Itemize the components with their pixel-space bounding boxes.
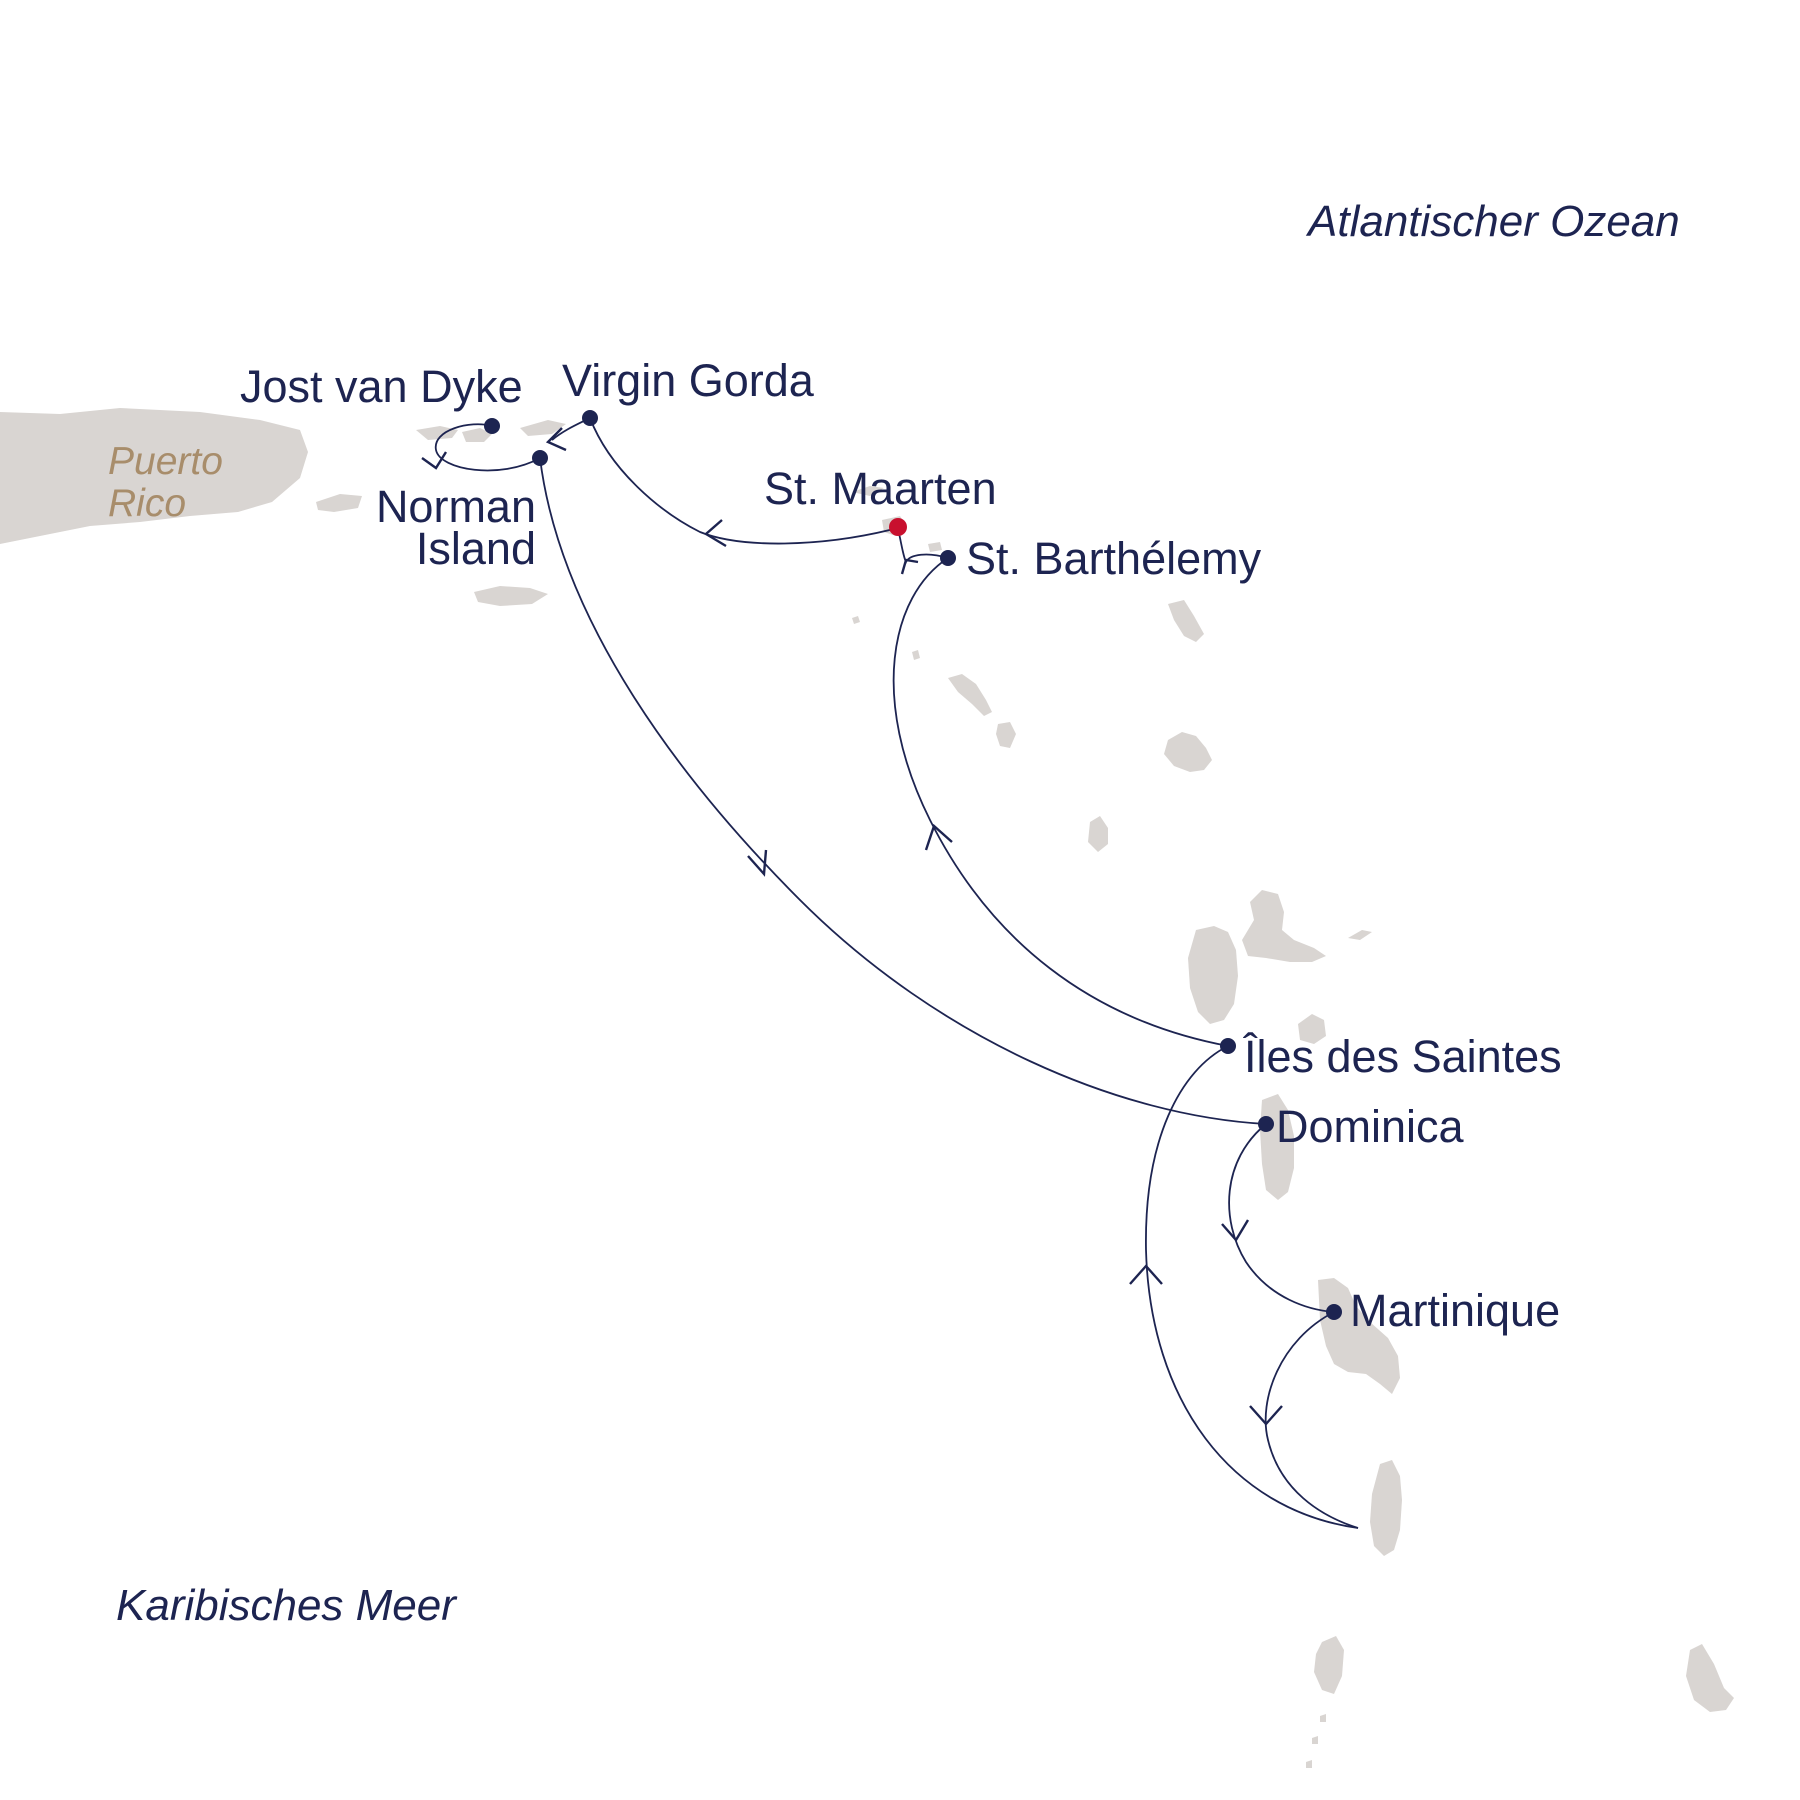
st-vincent-island [1314,1636,1344,1694]
st-thomas-island [416,426,458,440]
sea-label-caribbean: Karibisches Meer [116,1581,458,1630]
arrow-to-norman-island [545,427,567,452]
port-dot-norman-island [532,450,548,466]
marie-galante-island [1298,1014,1326,1044]
port-dot-jost-van-dyke [484,418,500,434]
route-martinique-to-st-lucia [1264,1311,1359,1529]
routes [435,417,1359,1529]
st-barthelemy-island [928,542,942,552]
route-norman-island-to-dominica [539,457,1267,1125]
port-dot-st-barthelemy [940,550,956,566]
port-label-norman-island-line1: Norman [376,481,536,532]
arrow-to-jost-van-dyke [421,451,448,470]
port-label-norman-island-line2: Island [416,523,536,574]
nevis-island [996,722,1016,748]
route-st-maarten-to-virgin-gorda [589,417,899,545]
tortola-island [520,420,566,436]
port-label-iles-des-saintes: Îles des Saintes [1242,1031,1562,1082]
port-dot-dominica [1258,1116,1274,1132]
arrow-to-martinique [1221,1219,1250,1243]
direction-arrows [421,427,1283,1426]
anguilla-island [852,486,884,496]
land-label-puerto-rico-line2: Rico [108,482,186,525]
start-port-dot-st-maarten [889,518,907,536]
port-markers [484,410,1342,1320]
st-kitts-island [948,674,992,716]
saba-island [852,616,860,624]
route-norman-island-to-jost-van-dyke [435,423,541,472]
labels: Atlantischer Ozean Karibisches Meer Puer… [108,197,1680,1630]
port-label-dominica: Dominica [1276,1101,1465,1152]
islands [0,408,1734,1768]
barbuda-island [1168,600,1204,642]
la-desirade-island [1348,930,1372,940]
antigua-island [1164,732,1212,772]
port-label-virgin-gorda: Virgin Gorda [562,355,815,406]
arrow-to-st-barthelemy [924,823,953,851]
grenadines-islet-3 [1306,1760,1312,1768]
guadeloupe-basse-terre-island [1188,926,1238,1024]
land-label-puerto-rico-line1: Puerto [108,440,223,483]
st-john-island [462,428,492,442]
arrow-to-st-maarten [900,558,919,575]
guadeloupe-grande-terre-island [1242,890,1326,962]
sea-label-atlantic: Atlantischer Ozean [1305,197,1680,246]
st-eustatius-island [912,650,920,660]
port-label-martinique: Martinique [1350,1285,1560,1336]
vieques-island [316,494,362,512]
montserrat-island [1088,816,1108,852]
port-dot-virgin-gorda [582,410,598,426]
arrow-to-dominica [747,849,768,877]
port-label-st-maarten: St. Maarten [764,463,997,514]
st-croix-island [474,586,548,606]
port-dot-martinique [1326,1304,1342,1320]
barbados-island [1686,1644,1734,1712]
st-lucia-island [1370,1460,1402,1556]
arrow-to-virgin-gorda [703,519,727,548]
route-dominica-to-martinique [1228,1123,1335,1313]
arrow-to-st-lucia [1249,1405,1283,1426]
port-label-jost-van-dyke: Jost van Dyke [240,361,523,412]
grenadines-islet-2 [1312,1736,1318,1744]
port-label-st-barthelemy: St. Barthélemy [966,533,1262,584]
port-dot-iles-des-saintes [1220,1038,1236,1054]
arrow-to-iles-des-saintes [1129,1264,1163,1285]
grenadines-islet-1 [1320,1714,1326,1722]
route-st-lucia-to-iles-des-saintes [1145,1045,1359,1529]
puerto-rico-island [0,408,308,544]
route-iles-des-saintes-to-st-barthelemy [892,557,1229,1047]
